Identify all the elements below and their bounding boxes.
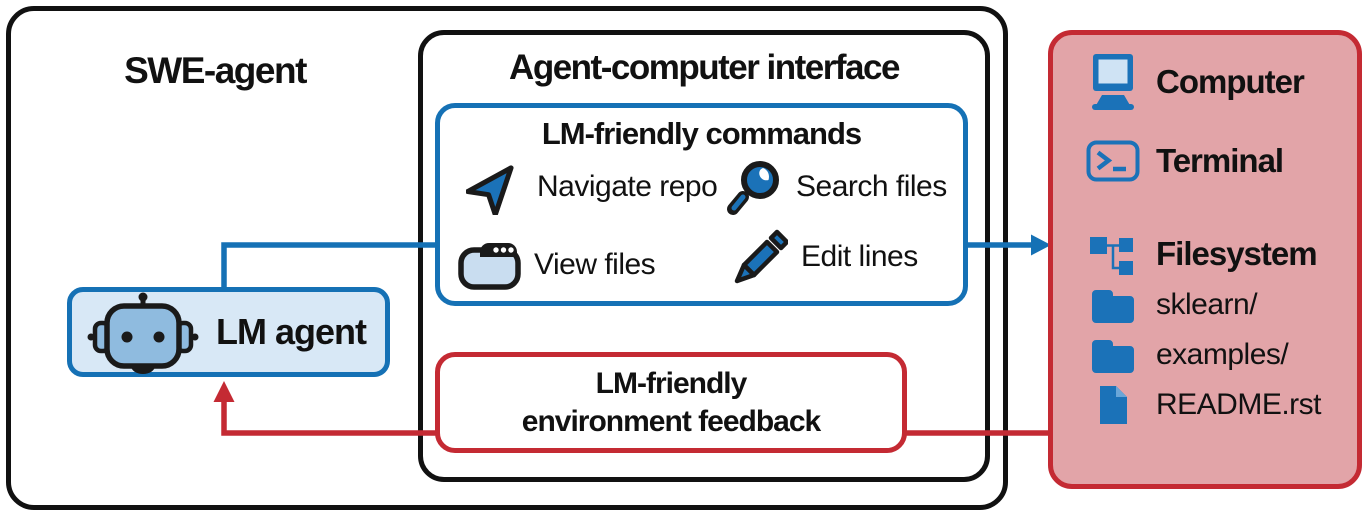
- computer-box-row-label: README.rst: [1156, 388, 1322, 421]
- computer-box-row: Terminal: [1085, 139, 1284, 183]
- computer-box-row-label: examples/: [1156, 338, 1289, 371]
- computer-box-row: README.rst: [1085, 384, 1322, 426]
- lm-agent-label: LM agent: [216, 311, 367, 352]
- command-item: View files: [458, 234, 656, 296]
- computer-box-row: Filesystem: [1085, 231, 1318, 278]
- feedback-label-line1: LM-friendly: [595, 366, 748, 400]
- terminal-icon: [1085, 140, 1141, 182]
- computer-box-row-label: Computer: [1156, 63, 1305, 100]
- command-item-label: View files: [534, 248, 656, 281]
- computer-box-row: examples/: [1085, 335, 1289, 375]
- lm-friendly-commands-title: LM-friendly commands: [541, 116, 862, 151]
- edit-pencil-icon: [732, 228, 788, 286]
- file-icon: [1085, 384, 1141, 426]
- filesystem-icon: [1085, 231, 1141, 278]
- command-item: Edit lines: [732, 226, 918, 288]
- computer-box-row-label: Terminal: [1156, 142, 1284, 179]
- lm-agent-box: LM agent: [67, 287, 390, 377]
- computer-box-row-label: Filesystem: [1156, 235, 1318, 272]
- lm-friendly-commands-box: LM-friendly commands Navigate repo Searc…: [435, 103, 968, 306]
- view-files-window-icon: [458, 241, 521, 290]
- computer-box-row: sklearn/: [1085, 285, 1258, 325]
- environment-feedback-box: LM-friendly environment feedback: [435, 352, 907, 453]
- folder-icon: [1085, 336, 1141, 374]
- agent-computer-interface-title: Agent-computer interface: [509, 48, 900, 87]
- robot-icon: [86, 290, 200, 374]
- command-item-label: Search files: [796, 170, 947, 203]
- navigate-cursor-icon: [466, 159, 524, 215]
- command-item: Search files: [726, 156, 947, 218]
- feedback-label-line2: environment feedback: [521, 404, 821, 438]
- command-item: Navigate repo: [466, 156, 718, 218]
- computer-box-row-label: sklearn/: [1156, 288, 1258, 321]
- command-item-label: Edit lines: [801, 240, 918, 273]
- computer-box-row: Computer: [1085, 49, 1305, 115]
- computer-environment-box: Computer Terminal Filesystem sklearn/ ex…: [1048, 30, 1362, 489]
- search-magnifier-icon: [726, 159, 783, 216]
- command-item-label: Navigate repo: [537, 170, 718, 203]
- swe-agent-title: SWE-agent: [124, 50, 307, 91]
- computer-icon: [1085, 52, 1141, 112]
- folder-icon: [1085, 286, 1141, 324]
